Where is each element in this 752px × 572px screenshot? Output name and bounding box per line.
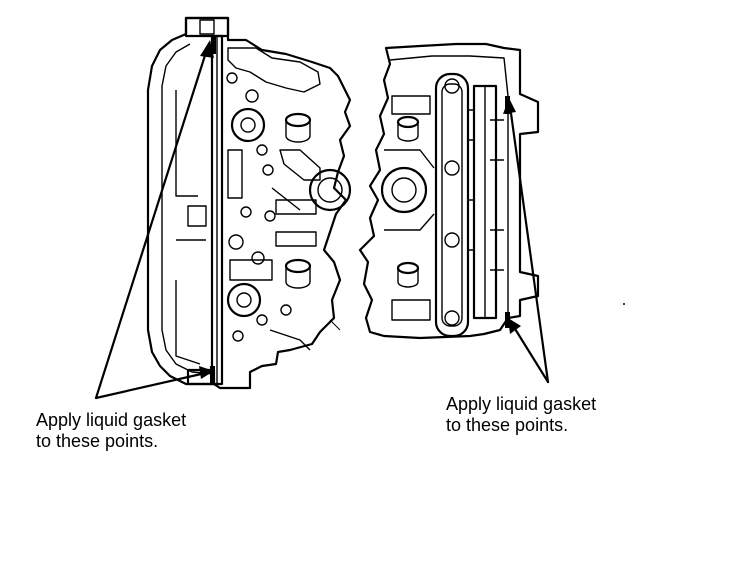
- left-gasket-caption: Apply liquid gasket to these points.: [36, 410, 186, 452]
- left-caption-line-1: Apply liquid gasket: [36, 410, 187, 430]
- right-gasket-caption: Apply liquid gasket to these points.: [446, 394, 596, 436]
- left-caption-line-2: to these points.: [36, 431, 159, 451]
- right-caption-line-1: Apply liquid gasket: [446, 394, 597, 414]
- right-engine-part: [358, 42, 550, 384]
- left-engine-part: [94, 16, 352, 400]
- right-caption-line-2: to these points.: [446, 415, 569, 435]
